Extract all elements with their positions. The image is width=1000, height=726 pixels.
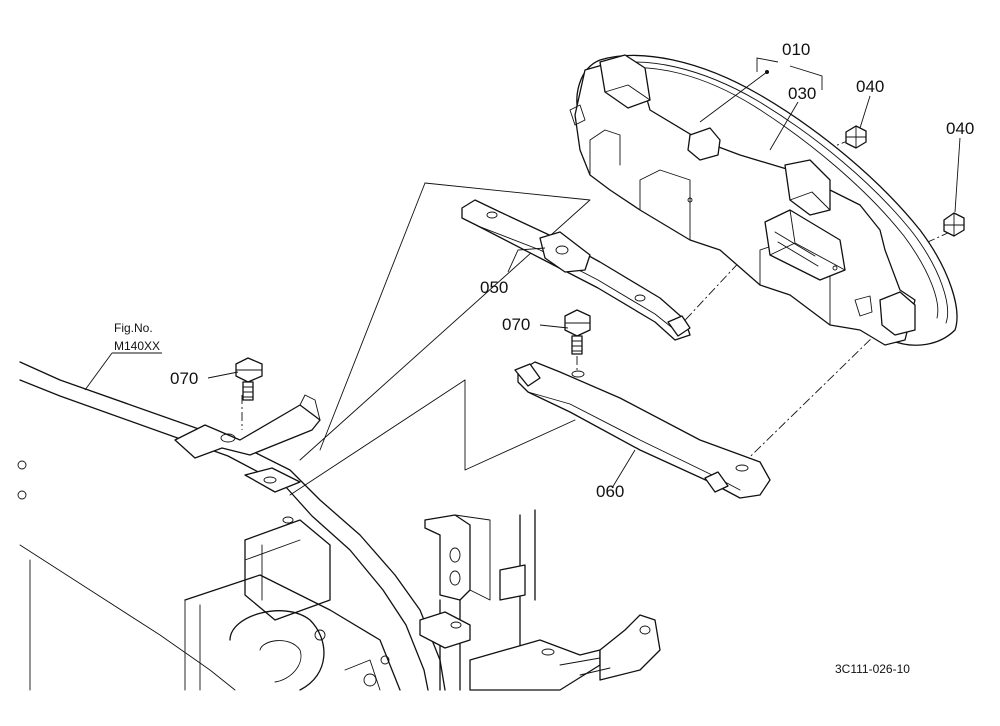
bracket-060 [514, 361, 771, 499]
bracket-050 [461, 199, 691, 341]
callout-040-a: 040 [856, 77, 884, 96]
screw-040-b [943, 212, 965, 237]
figure-ref-number: M140XX [114, 339, 160, 353]
dashboard-frame [17, 361, 446, 691]
drawing-code: 3C111-026-10 [835, 662, 910, 676]
callout-040-b: 040 [946, 119, 974, 138]
bolt-070-b [564, 309, 591, 355]
callout-060: 060 [596, 482, 624, 501]
figure-ref-caption: Fig.No. [114, 321, 153, 335]
callout-070-b: 070 [502, 315, 530, 334]
callout-070-a: 070 [170, 369, 198, 388]
support-brackets [419, 509, 661, 691]
callout-050: 050 [480, 278, 508, 297]
instrument-panel-010 [569, 54, 958, 346]
callout-030: 030 [788, 84, 816, 103]
leader-lines [84, 57, 961, 489]
screw-040-a [845, 125, 867, 149]
callout-010: 010 [782, 40, 810, 59]
bolt-070-a [235, 357, 263, 401]
